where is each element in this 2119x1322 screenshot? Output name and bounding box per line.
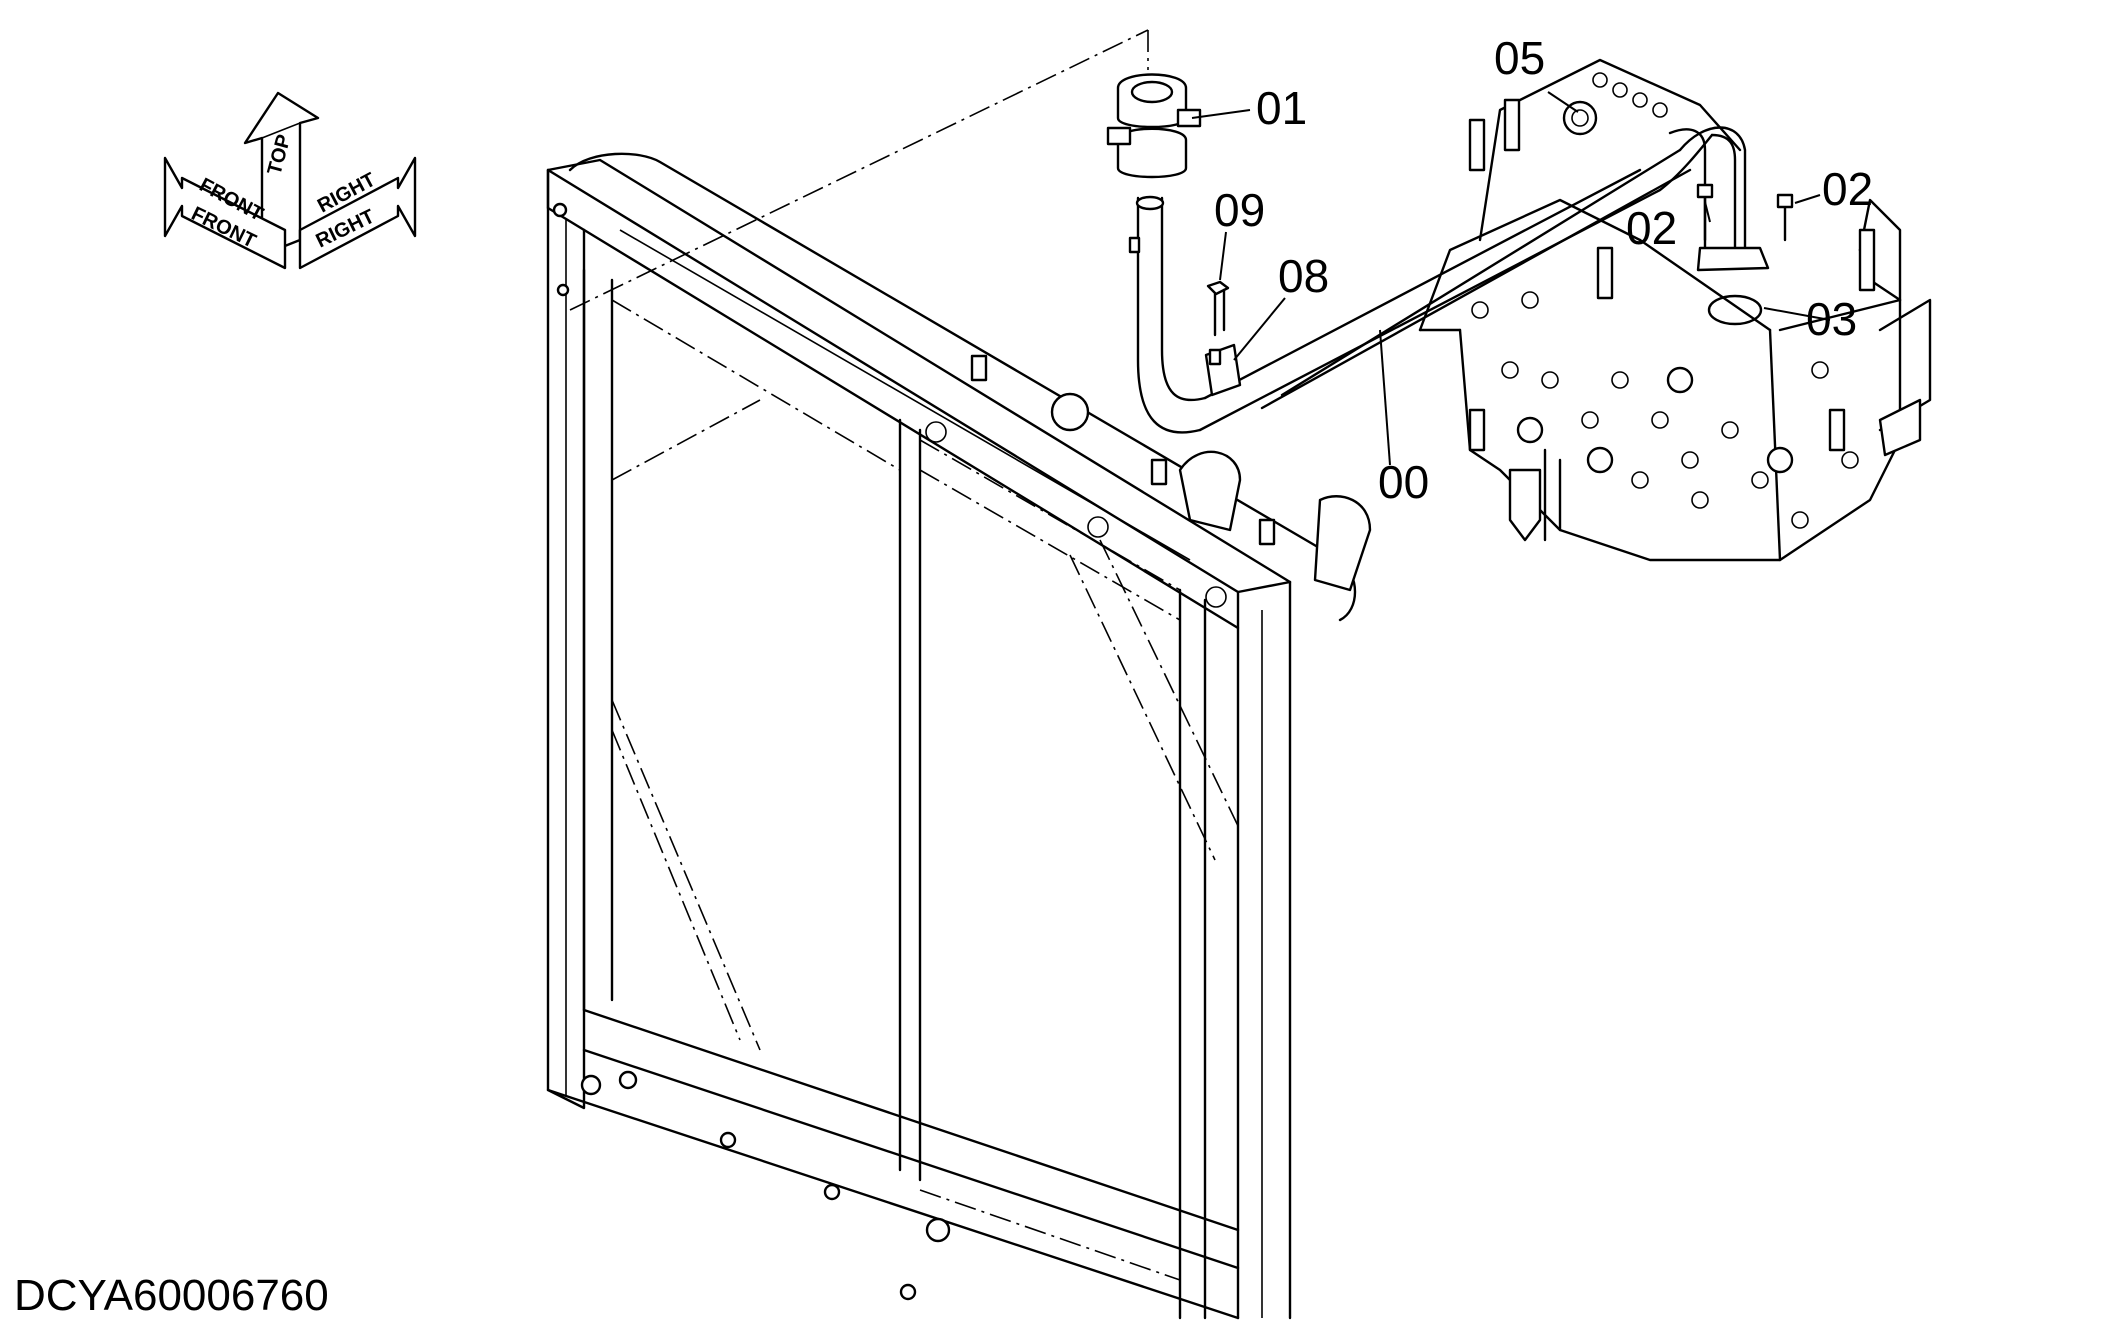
callout-05: 05 — [1494, 32, 1545, 84]
callout-03: 03 — [1806, 293, 1857, 345]
callout-01: 01 — [1256, 82, 1307, 134]
hose-assembly — [1106, 73, 1794, 434]
callout-08: 08 — [1278, 250, 1329, 302]
orientation-arrows-icon: TOP FRONT FRONT RIGHT RIGHT — [163, 91, 417, 270]
callout-02-right: 02 — [1822, 163, 1873, 215]
drawing-number: DCYA60006760 — [14, 1271, 329, 1320]
leader-lines — [1191, 91, 1831, 466]
callout-09: 09 — [1214, 184, 1265, 236]
callout-00: 00 — [1378, 456, 1429, 508]
callout-02-left: 02 — [1626, 202, 1677, 254]
radiator-frame — [546, 29, 1372, 1320]
control-valve — [1418, 58, 1932, 562]
callout-labels: 01 05 09 08 02 02 03 00 — [1214, 32, 1873, 508]
